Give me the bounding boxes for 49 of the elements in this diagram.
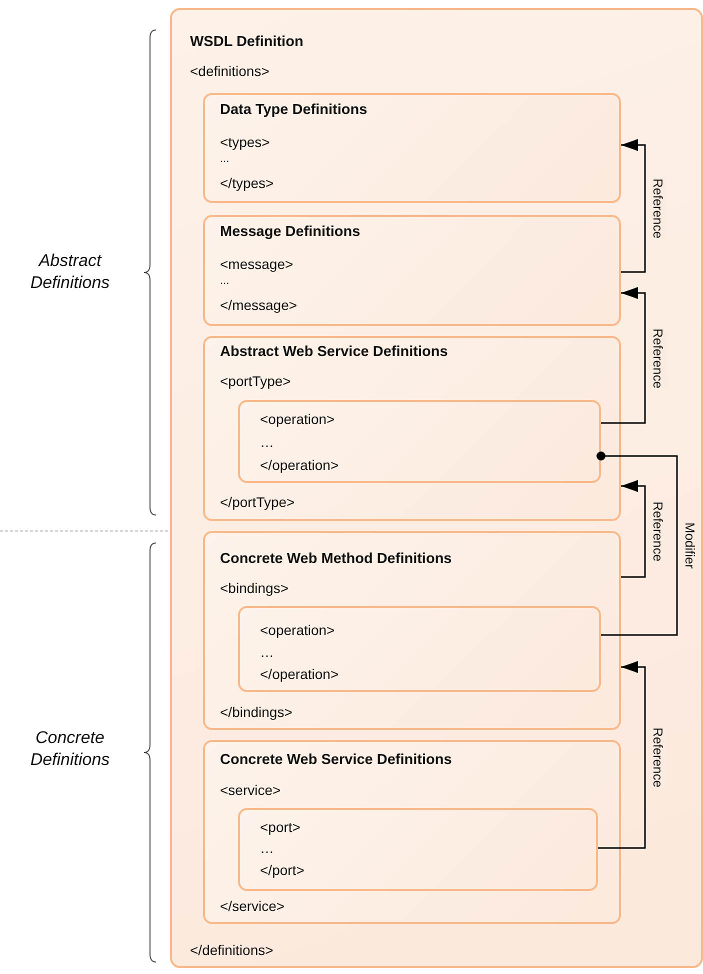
section-heading: Abstract Web Service Definitions bbox=[220, 343, 448, 361]
code-text: </portType> bbox=[220, 493, 295, 511]
connector-arrow bbox=[601, 287, 646, 424]
code-text: … bbox=[260, 643, 274, 661]
section-heading: Message Definitions bbox=[220, 223, 360, 241]
connector-arrow bbox=[598, 661, 646, 849]
edge-label: Reference bbox=[650, 728, 666, 788]
code-text: <service> bbox=[220, 781, 281, 799]
code-text: <port> bbox=[260, 818, 300, 836]
code-text: <operation> bbox=[260, 410, 335, 428]
code-text: <operation> bbox=[260, 621, 335, 639]
element-box bbox=[238, 606, 601, 692]
code-text: ... bbox=[220, 274, 230, 289]
code-text: <definitions> bbox=[190, 62, 270, 80]
edge-label: Reference bbox=[650, 328, 666, 388]
code-text: <bindings> bbox=[220, 579, 289, 597]
code-text: </definitions> bbox=[190, 941, 274, 959]
edge-label: Modifier bbox=[682, 522, 698, 569]
code-text: <types> bbox=[220, 133, 270, 151]
section-heading: Concrete Web Method Definitions bbox=[220, 550, 452, 568]
code-text: </message> bbox=[220, 296, 298, 314]
connector-arrow bbox=[621, 139, 646, 273]
section-heading: Data Type Definitions bbox=[220, 101, 368, 119]
code-text: ... bbox=[220, 152, 230, 167]
section-box bbox=[203, 740, 621, 924]
code-text: </types> bbox=[220, 174, 274, 192]
code-text: <portType> bbox=[220, 372, 291, 390]
code-text: </operation> bbox=[260, 665, 339, 683]
code-text: … bbox=[260, 839, 274, 857]
edge-label: Reference bbox=[650, 178, 666, 238]
section-label: Concrete Definitions bbox=[29, 727, 111, 771]
element-box bbox=[238, 808, 598, 891]
code-text: </port> bbox=[260, 861, 304, 879]
section-label: Abstract Definitions bbox=[29, 250, 111, 294]
section-box bbox=[203, 531, 621, 730]
section-box bbox=[203, 336, 621, 521]
code-text: </operation> bbox=[260, 456, 339, 474]
code-text: </bindings> bbox=[220, 703, 292, 721]
code-text: … bbox=[260, 433, 274, 451]
section-heading: WSDL Definition bbox=[190, 33, 304, 51]
section-heading: Concrete Web Service Definitions bbox=[220, 751, 452, 769]
element-box bbox=[238, 400, 601, 483]
section-box bbox=[203, 93, 621, 203]
code-text: </service> bbox=[220, 897, 285, 915]
connector-arrow bbox=[621, 480, 646, 578]
code-text: <message> bbox=[220, 255, 294, 273]
section-box bbox=[203, 215, 621, 326]
definition-panel bbox=[170, 8, 703, 968]
edge-label: Reference bbox=[650, 502, 666, 562]
